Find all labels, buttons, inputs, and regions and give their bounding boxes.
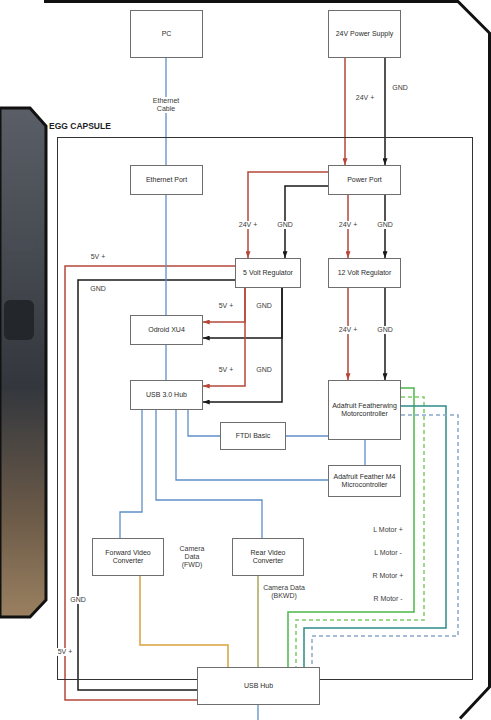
process-box: USB Hub — [197, 667, 320, 705]
connector — [286, 435, 328, 436]
connector — [304, 406, 446, 667]
box-label: Ethernet Port — [146, 176, 187, 184]
connector — [165, 345, 166, 380]
signal-label: GND — [255, 302, 273, 310]
box-label: Power Port — [347, 176, 382, 184]
process-box: Ethernet Port — [130, 165, 203, 195]
connector — [176, 410, 328, 480]
box-label: Odroid XU4 — [148, 326, 185, 334]
connector — [312, 415, 458, 667]
connector — [203, 288, 245, 322]
signal-label: L Motor + — [372, 526, 404, 534]
box-label: Adafruit Featherwing Motorcontroller — [332, 402, 397, 419]
signal-label: 24V + — [338, 221, 359, 229]
connector — [65, 266, 235, 700]
connector — [203, 288, 282, 402]
connector — [203, 288, 245, 386]
process-box: Forward Video Converter — [92, 538, 164, 576]
box-label: 12 Volt Regulator — [338, 269, 392, 277]
process-box: Odroid XU4 — [130, 315, 203, 345]
process-box: PC — [130, 10, 203, 58]
panel-frame — [44, 2, 490, 719]
process-box: 12 Volt Regulator — [328, 258, 401, 288]
signal-label: 5V + — [57, 648, 74, 656]
signal-label: 24V + — [238, 221, 259, 229]
signal-label: GND — [69, 596, 87, 604]
connector — [140, 576, 228, 667]
box-label: USB Hub — [244, 682, 273, 690]
signal-label: GND — [376, 326, 394, 334]
box-label: PC — [162, 30, 172, 38]
signal-label: R Motor - — [372, 595, 403, 603]
process-box: Power Port — [328, 165, 401, 195]
robot-photo — [0, 108, 46, 617]
box-label: 24V Power Supply — [336, 30, 394, 38]
signal-label: 24V + — [355, 94, 376, 102]
process-box: Adafruit Featherwing Motorcontroller — [328, 380, 401, 440]
process-box: Adafruit Feather M4 Microcontroller — [328, 465, 401, 497]
box-label: Rear Video Converter — [236, 549, 300, 566]
signal-label: Camera Data (FWD) — [173, 545, 211, 569]
signal-label: GND — [276, 221, 294, 229]
signal-label: GND — [255, 366, 273, 374]
cable-out — [257, 705, 258, 720]
connector — [364, 440, 365, 465]
signal-label: L Motor - — [373, 549, 403, 557]
photo-detail — [4, 300, 34, 340]
box-label: FTDI Basic — [236, 432, 271, 440]
signal-label: R Motor + — [372, 572, 405, 580]
connector — [188, 410, 220, 436]
process-box: 24V Power Supply — [328, 10, 401, 58]
process-box: FTDI Basic — [220, 422, 286, 450]
process-box: Rear Video Converter — [232, 538, 304, 576]
connector — [384, 58, 386, 165]
signal-label: 5V + — [218, 366, 235, 374]
photo-detail — [8, 240, 34, 250]
signal-label: Camera Data (BKWD) — [261, 584, 307, 600]
signal-label: 5V + — [218, 302, 235, 310]
signal-label: GND — [391, 84, 409, 92]
connector — [257, 576, 259, 667]
signal-label: 24V + — [338, 326, 359, 334]
process-box: 5 Volt Regulator — [235, 258, 301, 288]
signal-label: GND — [89, 285, 107, 293]
group-heading: EGG CAPSULE — [49, 121, 111, 131]
connector — [120, 410, 142, 538]
connector — [203, 288, 282, 338]
signal-label: 5V + — [90, 253, 107, 261]
signal-label: GND — [376, 221, 394, 229]
box-label: 5 Volt Regulator — [243, 269, 293, 277]
connector — [248, 172, 328, 258]
connector — [165, 195, 166, 315]
box-label: USB 3.0 Hub — [146, 391, 187, 399]
connector — [344, 58, 346, 165]
process-box: USB 3.0 Hub — [130, 380, 203, 410]
signal-label: Ethernet Cable — [146, 97, 186, 113]
box-label: Adafruit Feather M4 Microcontroller — [332, 473, 397, 490]
box-label: Forward Video Converter — [96, 549, 160, 566]
